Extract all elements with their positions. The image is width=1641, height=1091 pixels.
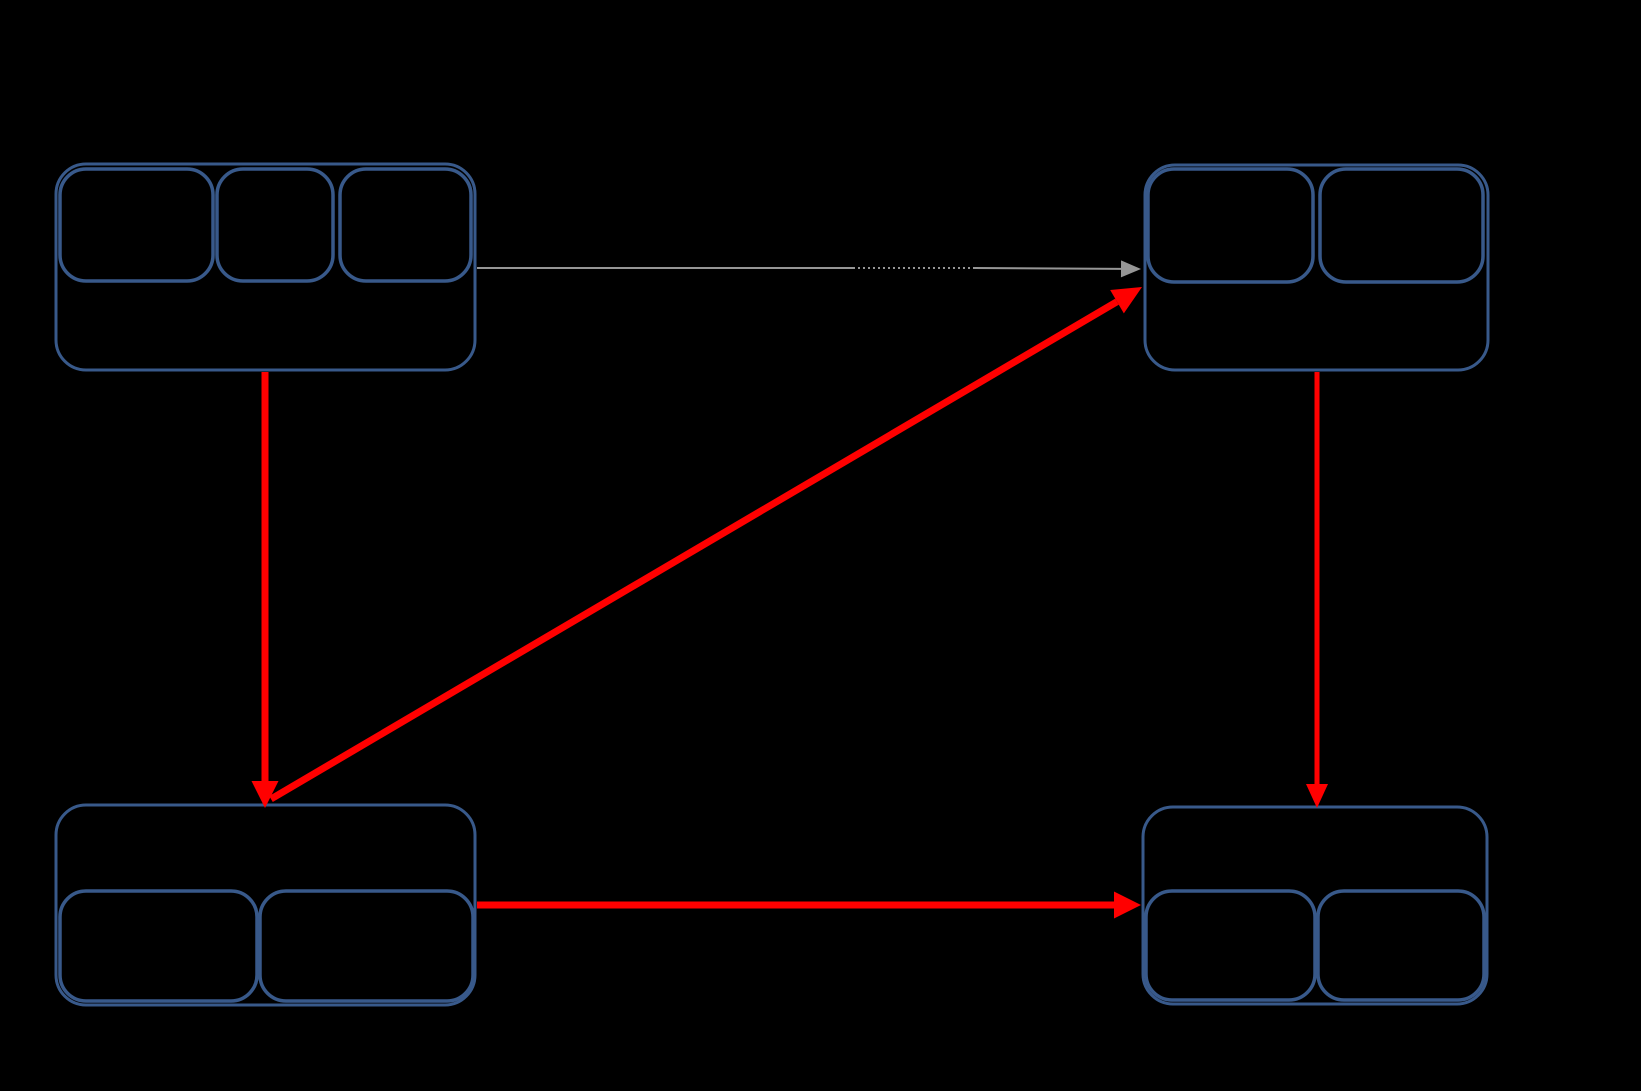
cell-top-right-1 (1146, 167, 1315, 284)
cell-bottom-right-2 (1316, 889, 1486, 1002)
cell-top-left-1 (58, 167, 215, 283)
container-box-bottom-right (1141, 805, 1489, 1006)
cell-bottom-right-1 (1144, 889, 1317, 1002)
cell-top-left-2 (215, 167, 335, 283)
arrowhead-bottom-left-to-top-right-diagonal (1110, 287, 1142, 314)
container-box-top-left (54, 162, 477, 372)
arrowhead-bottom-left-to-bottom-right (1114, 891, 1141, 919)
arrowhead-top-left-to-bottom-left (251, 781, 279, 808)
container-box-top-right (1143, 163, 1490, 372)
connector-bottom-left-to-top-right-diagonal (269, 298, 1119, 803)
cell-bottom-left-2 (258, 889, 475, 1003)
container-box-bottom-left (54, 803, 477, 1007)
cell-top-left-3 (338, 167, 473, 283)
cell-top-right-2 (1318, 167, 1485, 284)
arrowhead-top-left-to-top-right-solid-2 (1120, 260, 1141, 278)
cell-bottom-left-1 (58, 889, 259, 1003)
connector-top-left-to-top-right-solid-2 (974, 267, 1122, 270)
arrowhead-top-right-to-bottom-right (1306, 784, 1328, 808)
